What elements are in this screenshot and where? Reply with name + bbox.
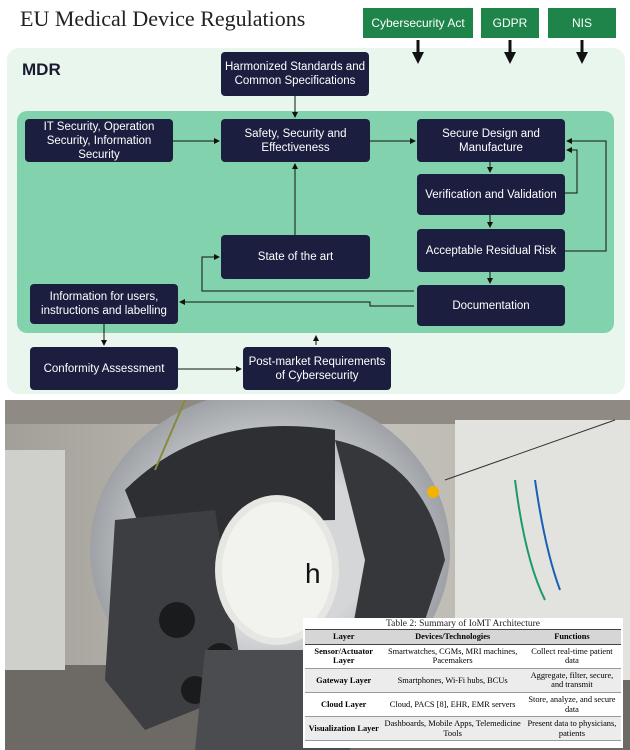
- cell-devices: Dashboards, Mobile Apps, Telemedicine To…: [382, 716, 523, 742]
- box-it-security: IT Security, Operation Security, Informa…: [25, 119, 173, 162]
- overlay-letter: h: [305, 558, 321, 589]
- box-harmonized-standards: Harmonized Standards and Common Specific…: [221, 52, 369, 96]
- box-state-of-the-art: State of the art: [221, 235, 370, 279]
- table-caption: Table 2: Summary of IoMT Architecture: [385, 619, 541, 629]
- box-verification-validation: Verification and Validation: [417, 174, 565, 215]
- diagram-title: EU Medical Device Regulations: [20, 6, 306, 31]
- cell-layer: Cloud Layer: [305, 692, 383, 718]
- box-conformity-assessment: Conformity Assessment: [30, 347, 178, 390]
- cell-functions: Present data to physicians, patients: [522, 716, 621, 742]
- table-row: Gateway Layer Smartphones, Wi-Fi hubs, B…: [305, 668, 621, 693]
- regulation-gdpr: GDPR: [481, 8, 539, 38]
- cell-devices: Cloud, PACS [8], EHR, EMR servers: [382, 692, 523, 718]
- header-layer: Layer: [305, 629, 383, 645]
- box-information-for-users: Information for users, instructions and …: [30, 284, 178, 324]
- cell-functions: Collect real-time patient data: [522, 644, 621, 669]
- header-functions: Functions: [522, 629, 621, 645]
- iomt-architecture-table: Layer Devices/Technologies Functions Sen…: [305, 629, 621, 742]
- box-secure-design: Secure Design and Manufacture: [417, 119, 565, 162]
- cell-devices: Smartwatches, CGMs, MRI machines, Pacema…: [382, 644, 523, 669]
- flow-arrows: [101, 96, 607, 372]
- cell-layer: Sensor/Actuator Layer: [305, 644, 383, 669]
- table-row: Visualization Layer Dashboards, Mobile A…: [305, 716, 621, 742]
- cell-devices: Smartphones, Wi-Fi hubs, BCUs: [382, 668, 523, 693]
- box-post-market: Post-market Requirements of Cybersecurit…: [243, 347, 391, 390]
- table-header-row: Layer Devices/Technologies Functions: [305, 629, 621, 645]
- box-safety-security-effectiveness: Safety, Security and Effectiveness: [221, 119, 370, 162]
- cell-layer: Gateway Layer: [305, 668, 383, 693]
- box-documentation: Documentation: [417, 285, 565, 326]
- regulation-cybersecurity-act: Cybersecurity Act: [363, 8, 473, 38]
- regulation-arrows: [412, 40, 588, 64]
- table-row: Sensor/Actuator Layer Smartwatches, CGMs…: [305, 644, 621, 669]
- table-row: Cloud Layer Cloud, PACS [8], EHR, EMR se…: [305, 692, 621, 718]
- box-acceptable-residual-risk: Acceptable Residual Risk: [417, 229, 565, 272]
- cell-functions: Store, analyze, and secure data: [522, 692, 621, 718]
- regulation-nis: NIS: [548, 8, 616, 38]
- iomt-table: Table 2: Summary of IoMT Architecture La…: [303, 618, 623, 748]
- mdr-diagram: EU Medical Device Regulations Cybersecur…: [7, 6, 625, 394]
- diagram-arrows: [101, 40, 607, 372]
- header-devices: Devices/Technologies: [382, 629, 523, 645]
- cell-layer: Visualization Layer: [305, 716, 383, 742]
- mdr-label: MDR: [22, 60, 61, 79]
- cell-functions: Aggregate, filter, secure, and transmit: [522, 668, 621, 693]
